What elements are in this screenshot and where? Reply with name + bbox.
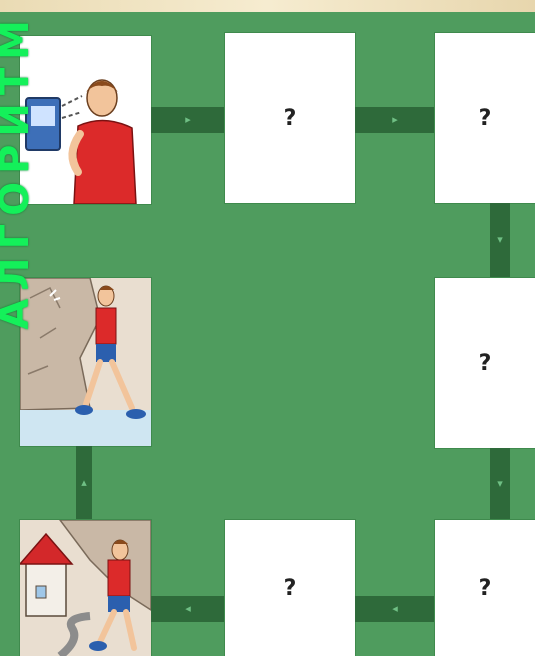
answer-card[interactable]: ?: [435, 33, 535, 203]
connector-left: ◂: [151, 596, 225, 622]
arrow-right-icon: ▸: [185, 115, 191, 126]
man-with-device-picture: [20, 36, 151, 204]
connector-up: ▴: [76, 446, 92, 520]
connector-left: ◂: [355, 596, 435, 622]
connector-right: ▸: [355, 107, 435, 133]
arrow-left-icon: ◂: [185, 604, 191, 615]
connector-down: ▾: [490, 203, 510, 278]
question-mark: ?: [284, 106, 297, 131]
question-mark: ?: [479, 576, 492, 601]
answer-card[interactable]: ?: [225, 520, 355, 656]
connector-down: ▾: [490, 448, 510, 520]
connector-right: ▸: [151, 107, 225, 133]
question-mark: ?: [479, 106, 492, 131]
image-card-man-with-device: [20, 36, 151, 204]
arrow-up-icon: ▴: [81, 478, 87, 489]
answer-card[interactable]: ?: [435, 278, 535, 448]
arrow-down-icon: ▾: [497, 235, 503, 246]
man-running-picture: [20, 520, 151, 656]
arrow-right-icon: ▸: [392, 115, 398, 126]
question-mark: ?: [284, 576, 297, 601]
top-strip: [0, 0, 535, 12]
question-mark: ?: [479, 351, 492, 376]
image-card-man-climbing: [20, 278, 151, 446]
man-climbing-picture: [20, 278, 151, 446]
answer-card[interactable]: ?: [435, 520, 535, 656]
answer-card[interactable]: ?: [225, 33, 355, 203]
arrow-down-icon: ▾: [497, 479, 503, 490]
image-card-man-running: [20, 520, 151, 656]
arrow-left-icon: ◂: [392, 604, 398, 615]
